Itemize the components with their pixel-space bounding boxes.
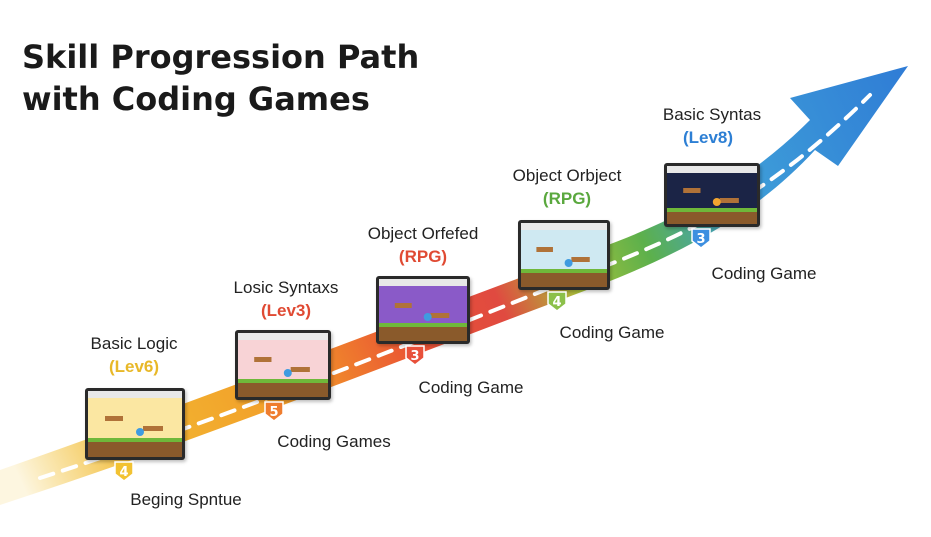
stage-5-level-badge: 3 [691,228,711,249]
stage-2-screen-grass [238,379,328,383]
stage-5-screen-grass [667,208,757,212]
stage-4-level-badge: 4 [547,291,567,312]
stage-5-platform-b [719,198,739,203]
stage-1-screen-ground [88,438,182,457]
stage-3-level-badge: 3 [405,345,425,366]
stage-3-title: Object Orfefed [367,224,479,243]
stage-2-level-badge: 5 [264,401,284,422]
stage-5-game-character [712,198,721,206]
stage-1-subtitle: (Lev6) [108,357,160,376]
stage-3-caption: Coding Game [418,378,524,397]
stage-1-caption: Beging Spntue [130,490,242,509]
stage-4-subtitle: (RPG) [542,189,592,208]
stage-4-title: Object Orbject [512,166,622,185]
stage-1-thumbnail [85,388,185,460]
stage-3-screen-grass [379,323,467,327]
stage-3-screen-titlebar [379,279,467,286]
stage-5-level-badge-number: 3 [696,232,705,247]
stage-2-platform-b [290,367,310,372]
stage-2-platform-a [254,357,272,362]
stage-5-level-badge-shape [691,228,711,249]
stage-5-title: Basic Syntas [662,105,762,124]
stage-2-game-character [283,369,292,377]
page-title: Skill Progression Path with Coding Games [22,36,419,120]
stage-1-level-badge-shape [114,461,134,482]
stage-3-level-badge-number: 3 [410,349,419,364]
stage-3-platform-a [394,303,412,308]
stage-4-platform-a [536,247,553,252]
stage-2-screen-titlebar [238,333,328,340]
page-title-line-2: with Coding Games [22,80,370,118]
progression-arrow-band [0,66,908,505]
stage-3-screen-ground [379,323,467,341]
stage-1-game-character [136,428,144,436]
stage-4-screen-grass [521,269,607,273]
stage-2-subtitle: (Lev3) [260,301,312,320]
stage-1-level-badge-number: 4 [119,465,128,480]
stage-2-title: Losic Syntaxs [233,278,339,297]
stage-4-platform-b [571,257,590,262]
stage-3-platform-b [430,313,450,318]
stage-4-thumbnail [518,220,610,290]
stage-4-level-badge-number: 4 [552,295,561,310]
stage-5-screen-titlebar [667,166,757,173]
stage-5-caption: Coding Game [711,264,817,283]
stage-5-subtitle: (Lev8) [682,128,734,147]
page-title-line-1: Skill Progression Path [22,38,420,76]
stage-2-caption: Coding Games [277,432,391,451]
stage-3-thumbnail [376,276,470,344]
stage-5-thumbnail [664,163,760,227]
stage-1-screen-grass [88,438,182,442]
stage-4-screen-titlebar [521,223,607,230]
stage-4-caption: Coding Game [559,323,665,342]
stage-2-level-badge-number: 5 [269,405,278,420]
stage-2-level-badge-shape [264,401,284,422]
stage-2-thumbnail [235,330,331,400]
stage-4-level-badge-shape [547,291,567,312]
stage-3-game-character [423,313,432,321]
stage-3-subtitle: (RPG) [398,247,448,266]
stage-1-platform-a [105,416,123,421]
stage-4-screen-ground [521,269,607,287]
stage-3-level-badge-shape [405,345,425,366]
stage-1-level-badge: 4 [114,461,134,482]
stage-2-screen-ground [238,379,328,397]
stage-1-screen-titlebar [88,391,182,398]
stage-4-game-character [564,259,573,267]
stage-1-title: Basic Logic [90,334,178,353]
stage-5-platform-a [683,188,701,193]
stage-1-platform-b [143,426,163,431]
